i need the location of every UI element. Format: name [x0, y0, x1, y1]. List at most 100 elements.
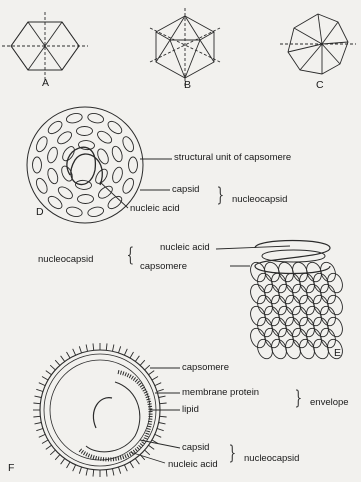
capsomere-unit: [87, 206, 105, 218]
envelope-spike: [124, 349, 127, 355]
helical-nucleocapsid-e: [216, 241, 345, 361]
label-capsid-d: capsid: [172, 185, 199, 195]
envelope-spike: [93, 343, 94, 350]
envelope-spike: [33, 416, 40, 417]
panel-label-c: C: [316, 80, 324, 91]
envelope-spike: [160, 416, 167, 417]
label-lipid: lipid: [182, 405, 199, 415]
envelope-spike: [159, 396, 166, 397]
envelope-spike: [145, 450, 150, 455]
capsomere-unit: [46, 167, 60, 185]
label-capsomere-e: capsomere: [140, 262, 187, 272]
envelope-spike: [67, 352, 71, 358]
envelope-spike: [106, 343, 107, 350]
envelope-spike: [155, 383, 161, 386]
capsomere-unit: [55, 129, 73, 146]
panel-label-f: F: [8, 463, 14, 474]
envelope-spike: [135, 356, 139, 362]
panel-label-d: D: [36, 207, 44, 218]
envelope-spike: [42, 377, 48, 381]
envelope-spike: [50, 450, 55, 455]
brace-nucleocapsid-e: {: [127, 244, 135, 264]
capsomere-unit: [65, 206, 83, 218]
envelope-spike: [73, 465, 76, 471]
capsomere-unit: [121, 177, 136, 195]
capsomere-unit: [95, 147, 110, 165]
capsomere-unit: [34, 177, 49, 195]
label-capsomere-f: capsomere: [182, 363, 229, 373]
envelope-spike: [36, 429, 43, 431]
enveloped-virion-f: [33, 343, 180, 477]
envelope-spike: [119, 346, 121, 353]
envelope-spike: [79, 467, 81, 474]
capsomere-unit: [77, 194, 93, 203]
capsomere-unit: [46, 146, 59, 164]
envelope-spike: [149, 445, 155, 449]
envelope-spike: [79, 346, 81, 353]
panel-label-b: B: [184, 80, 191, 91]
envelope-spike: [39, 383, 45, 386]
envelope-spike: [145, 365, 150, 370]
brace-envelope: }: [295, 387, 303, 407]
envelope-spike: [36, 389, 43, 391]
capsomere-unit: [87, 112, 105, 124]
envelope-spike: [61, 356, 65, 362]
envelope-spike: [46, 371, 52, 375]
envelope-spike: [73, 349, 76, 355]
envelope-spike: [159, 423, 166, 424]
envelope-spike: [67, 462, 71, 468]
envelope-spike: [124, 465, 127, 471]
envelope-spike: [149, 371, 155, 375]
envelope-spike: [55, 360, 60, 365]
envelope-spike: [119, 467, 121, 474]
capsomere-unit: [129, 157, 138, 173]
label-nucleic-acid-d: nucleic acid: [130, 204, 180, 214]
capsomere-unit: [34, 135, 49, 153]
envelope-spike: [35, 423, 42, 424]
capsomere-unit: [76, 126, 92, 135]
envelope-spike: [33, 403, 40, 404]
envelope-spike: [86, 469, 87, 476]
envelope-spike: [113, 345, 114, 352]
envelope-spike: [106, 470, 107, 477]
capsomere-unit: [33, 157, 42, 173]
capsomere-unit: [106, 194, 124, 211]
envelope-spike: [152, 377, 158, 381]
label-nucleocapsid-f: nucleocapsid: [244, 454, 299, 464]
brace-nucleocapsid-d: }: [217, 184, 225, 204]
label-nucleocapsid-d: nucleocapsid: [232, 195, 287, 205]
envelope-spike: [130, 352, 134, 358]
capsomere-unit: [65, 112, 83, 124]
capsomere-unit: [56, 185, 74, 202]
panel-label-a: A: [42, 78, 49, 89]
icosahedron-view-c: [280, 14, 356, 74]
capsomere-unit: [46, 119, 64, 136]
envelope-spike: [61, 459, 65, 465]
capsomere-unit: [46, 194, 64, 211]
label-membrane-protein: membrane protein: [182, 388, 259, 398]
label-capsid-f: capsid: [182, 443, 209, 453]
panel-label-e: E: [334, 348, 341, 359]
envelope-spike: [93, 470, 94, 477]
brace-nucleocapsid-f: }: [229, 442, 237, 462]
envelope-spike: [50, 365, 55, 370]
capsomere-unit: [96, 184, 114, 201]
capsomere-unit: [111, 166, 124, 184]
label-nucleic-acid-e: nucleic acid: [160, 243, 210, 253]
label-structural-unit: structural unit of capsomere: [174, 153, 291, 163]
envelope-spike: [35, 396, 42, 397]
icosahedron-view-b: [150, 8, 220, 86]
envelope-spike: [113, 469, 114, 476]
envelope-spike: [39, 434, 45, 437]
label-nucleocapsid-e: nucleocapsid: [38, 255, 93, 265]
label-nucleic-acid-f: nucleic acid: [168, 460, 218, 470]
envelope-spike: [42, 440, 48, 444]
envelope-spike: [155, 434, 161, 437]
label-envelope: envelope: [310, 398, 349, 408]
envelope-spike: [55, 455, 60, 460]
capsomere-unit: [95, 129, 113, 146]
envelope-spike: [140, 360, 145, 365]
envelope-spike: [157, 389, 164, 391]
